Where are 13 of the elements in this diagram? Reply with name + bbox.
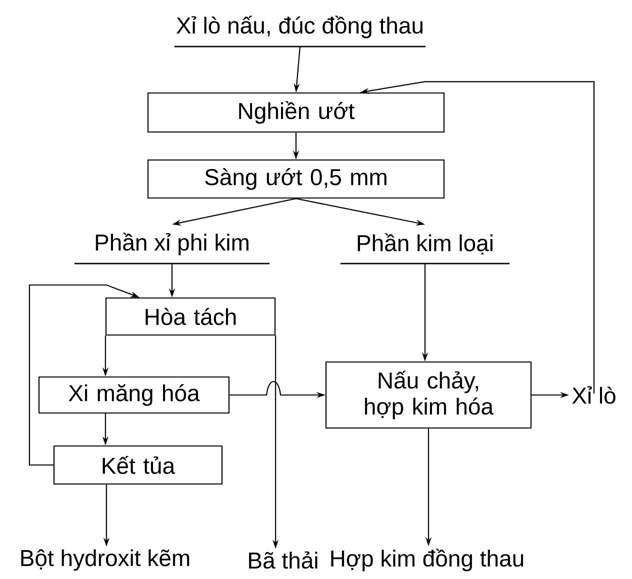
output-label: Bột hydroxit kẽm bbox=[21, 549, 190, 571]
process-box: Xi măng hóa bbox=[38, 376, 230, 414]
underlined-label: Xỉ lò nấu, đúc đồng thau bbox=[174, 16, 426, 48]
process-box: Nghiền ướt bbox=[147, 92, 445, 133]
output-label: Hợp kim đồng thau bbox=[331, 548, 524, 572]
underlined-label: Phần kim loại bbox=[340, 233, 510, 264]
output-label: Xỉ lò bbox=[572, 386, 616, 404]
process-box: Kết tủa bbox=[53, 445, 223, 485]
output-label: Bã thải bbox=[249, 551, 318, 569]
process-box: Hòa tách bbox=[105, 297, 276, 336]
process-box: Nấu chảy, hợp kim hóa bbox=[325, 361, 532, 429]
underlined-label: Phần xỉ phi kim bbox=[74, 232, 270, 264]
process-box: Sàng ướt 0,5 mm bbox=[147, 159, 445, 199]
